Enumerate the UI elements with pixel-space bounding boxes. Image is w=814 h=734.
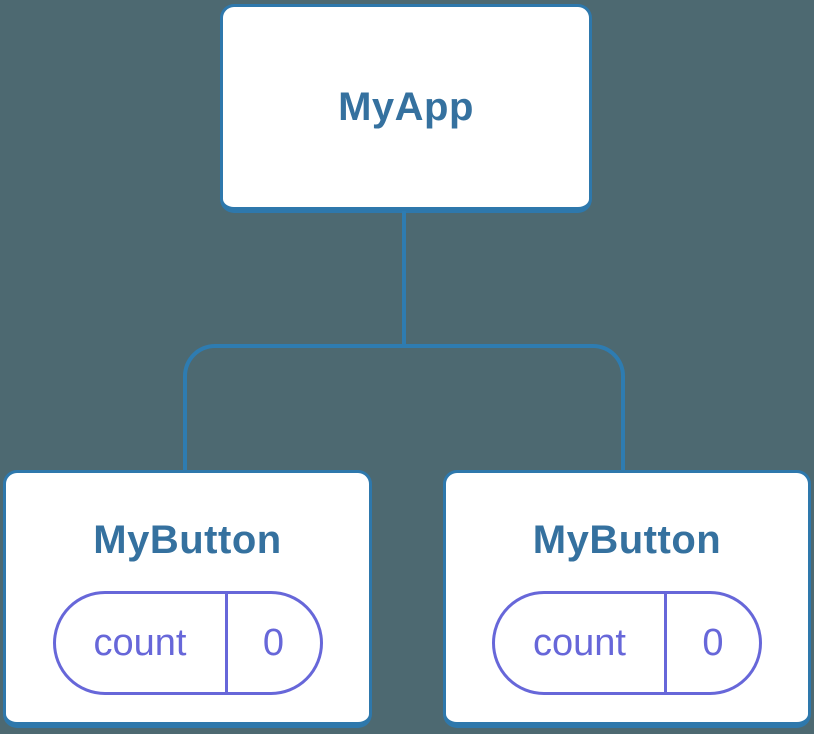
component-label: MyButton	[93, 518, 282, 562]
state-key-cell: count	[495, 594, 667, 692]
state-value: 0	[262, 622, 285, 664]
state-key: count	[93, 622, 187, 664]
component-node-root: MyApp	[220, 4, 592, 213]
state-key-cell: count	[56, 594, 228, 692]
state-value-cell: 0	[228, 594, 320, 692]
tree-connector-bracket	[183, 344, 625, 470]
component-node-child-right: MyButton count 0	[443, 470, 811, 728]
component-node-child-left: MyButton count 0	[3, 470, 372, 728]
component-label: MyButton	[532, 518, 722, 562]
state-value-cell: 0	[667, 594, 759, 692]
component-label: MyApp	[338, 85, 474, 129]
state-pill: count 0	[52, 591, 323, 695]
state-value: 0	[702, 622, 724, 664]
state-pill: count 0	[492, 591, 762, 695]
state-key: count	[533, 622, 626, 664]
tree-connector-stem	[402, 211, 406, 345]
